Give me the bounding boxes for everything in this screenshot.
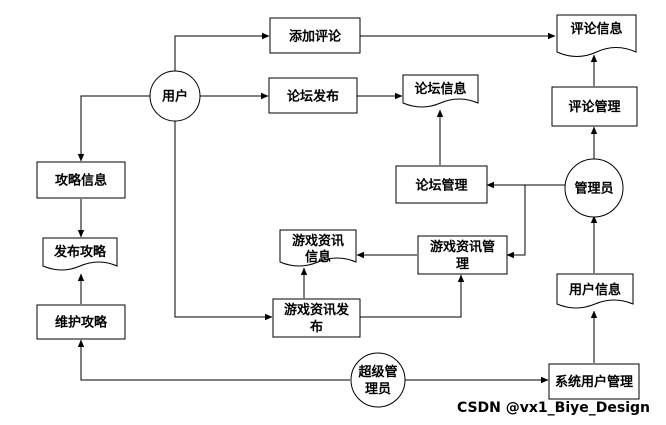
- process-game-news-publish-label-line2: 布: [310, 319, 323, 335]
- store-publish-strategy-label: 发布攻略: [53, 244, 107, 260]
- store-publish-strategy: 发布攻略: [42, 237, 118, 271]
- process-system-user-manage: 系统用户管理: [548, 363, 640, 400]
- store-user-info-label: 用户信息: [568, 282, 621, 298]
- flow-admin-to-game-news-manage: [506, 185, 526, 259]
- store-forum-info: 论坛信息: [402, 74, 479, 108]
- store-game-news-info-label-line1: 游戏资讯: [292, 233, 344, 249]
- process-game-news-manage: 游戏资讯管 理: [417, 235, 508, 275]
- entity-user: 用户: [149, 70, 201, 122]
- process-add-comment: 添加评论: [269, 17, 361, 54]
- store-comment-info-label: 评论信息: [570, 21, 622, 37]
- process-add-comment-label: 添加评论: [289, 29, 342, 45]
- process-forum-manage: 论坛管理: [395, 165, 488, 204]
- process-maintain-strategy-label: 维护攻略: [55, 315, 108, 331]
- process-forum-publish: 论坛发布: [268, 77, 358, 114]
- store-game-news-info-label-line2: 信息: [305, 249, 331, 265]
- entity-super-admin: 超级管 理员: [350, 352, 406, 408]
- store-game-news-info: 游戏资讯 信息: [279, 229, 357, 267]
- store-user-info: 用户信息: [556, 273, 634, 309]
- process-system-user-manage-label: 系统用户管理: [555, 374, 633, 390]
- watermark-text: CSDN @vx1_Biye_Design: [457, 400, 650, 416]
- entity-admin-label: 管理员: [574, 181, 613, 197]
- store-forum-info-label: 论坛信息: [414, 81, 466, 97]
- flow-game-news-publish-to-game-news-manage: [360, 274, 465, 318]
- process-forum-publish-label: 论坛发布: [287, 89, 339, 105]
- process-strategy-info-label: 攻略信息: [55, 173, 107, 189]
- flow-user-to-game-news-publish: [174, 118, 273, 321]
- process-game-news-publish: 游戏资讯发 布: [272, 298, 361, 338]
- process-comment-manage: 评论管理: [551, 86, 638, 127]
- flow-user-to-add-comment: [174, 32, 270, 75]
- connectors: [77, 32, 598, 384]
- flow-user-to-strategy-info: [77, 95, 150, 162]
- store-comment-info: 评论信息: [556, 14, 637, 57]
- process-comment-manage-label: 评论管理: [568, 99, 620, 115]
- entity-admin: 管理员: [564, 158, 624, 218]
- entity-user-label: 用户: [161, 89, 188, 105]
- entity-super-admin-label-line2: 理员: [365, 382, 391, 397]
- flow-super-admin-to-maintain-strategy: [77, 339, 350, 381]
- entity-super-admin-label-line1: 超级管: [358, 364, 397, 380]
- process-maintain-strategy: 维护攻略: [36, 304, 126, 340]
- process-forum-manage-label: 论坛管理: [415, 178, 467, 194]
- process-game-news-publish-label-line1: 游戏资讯发: [284, 302, 350, 318]
- process-game-news-manage-label-line1: 游戏资讯管: [430, 239, 495, 255]
- process-game-news-manage-label-line2: 理: [456, 257, 469, 272]
- process-strategy-info: 攻略信息: [36, 161, 126, 199]
